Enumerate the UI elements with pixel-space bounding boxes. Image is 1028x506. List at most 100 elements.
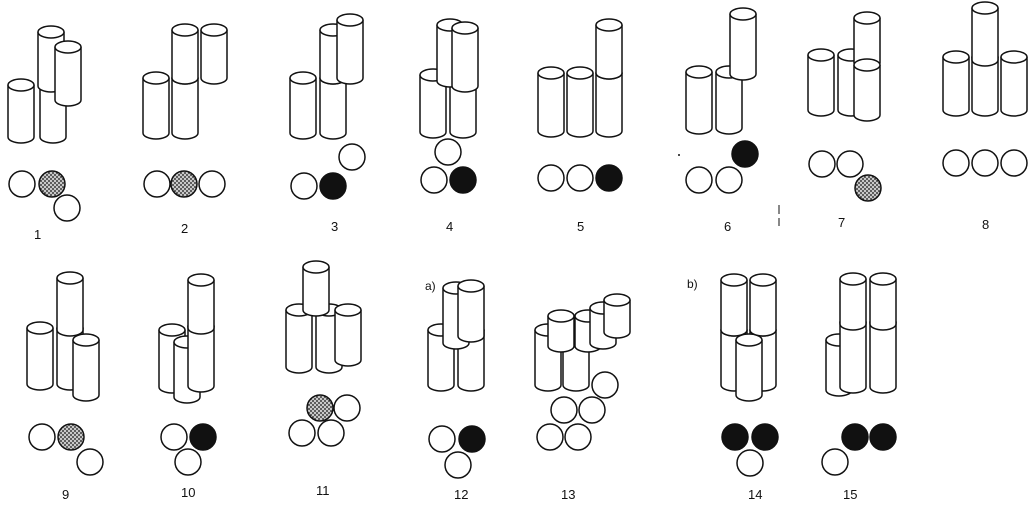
plan-circle xyxy=(444,451,472,479)
plan-circle xyxy=(550,396,578,424)
arrangement-label-11: 11 xyxy=(316,483,330,498)
panel-label-a: a) xyxy=(425,279,436,293)
plan-circle xyxy=(160,423,188,451)
arrangement-label-8: 8 xyxy=(982,217,990,232)
plan-circle-highlighted xyxy=(854,174,882,202)
plan-circle-highlighted xyxy=(449,166,477,194)
plan-circle xyxy=(434,138,462,166)
cylinder xyxy=(1000,50,1028,117)
plan-circle xyxy=(174,448,202,476)
plan-circle-highlighted xyxy=(57,423,85,451)
arrangement-12 xyxy=(427,279,486,479)
cylinder xyxy=(749,273,777,337)
arrangement-label-6: 6 xyxy=(724,219,732,234)
cylinder xyxy=(187,273,215,335)
plan-circle-highlighted xyxy=(458,425,486,453)
cylinder xyxy=(720,273,748,337)
plan-circle xyxy=(942,149,970,177)
arrangement-label-15: 15 xyxy=(843,487,858,502)
arrangement-4 xyxy=(419,18,479,194)
cylinder xyxy=(302,260,330,317)
plan-circle xyxy=(836,150,864,178)
arrangement-1 xyxy=(7,25,82,222)
cylinder xyxy=(457,279,485,343)
plan-circle xyxy=(333,394,361,422)
plan-circle xyxy=(821,448,849,476)
cylinder xyxy=(869,272,897,331)
cylinder xyxy=(853,58,881,122)
plan-circle xyxy=(76,448,104,476)
plan-circle xyxy=(715,166,743,194)
cylinder xyxy=(289,71,317,140)
arrangement-9 xyxy=(26,271,104,476)
cylinder xyxy=(971,1,999,67)
scan-marks xyxy=(678,154,780,226)
cylinder xyxy=(547,309,575,353)
cylinder xyxy=(56,271,84,337)
cylinder xyxy=(142,71,170,140)
cylinder xyxy=(715,65,743,135)
cylinder xyxy=(729,7,757,81)
cylinder xyxy=(537,66,565,138)
plan-circle xyxy=(8,170,36,198)
arrangement-13 xyxy=(534,293,631,451)
cylinder xyxy=(26,321,54,391)
plan-circle-highlighted xyxy=(170,170,198,198)
plan-circle xyxy=(290,172,318,200)
plan-circle xyxy=(143,170,171,198)
cylinder xyxy=(336,13,364,85)
cylinder xyxy=(839,272,867,331)
plan-circle-highlighted xyxy=(721,423,749,451)
cylinder xyxy=(566,66,594,138)
plan-circle xyxy=(971,149,999,177)
plan-circle xyxy=(288,419,316,447)
arrangement-3 xyxy=(289,13,366,200)
plan-circle-highlighted xyxy=(841,423,869,451)
arrangement-10 xyxy=(158,273,217,476)
plan-circle xyxy=(591,371,619,399)
plan-circle-highlighted xyxy=(306,394,334,422)
arrangement-6 xyxy=(685,7,759,194)
plan-circle xyxy=(536,423,564,451)
arrangement-label-4: 4 xyxy=(446,219,454,234)
cylinder xyxy=(595,18,623,80)
cylinder xyxy=(685,65,713,135)
arrangement-2 xyxy=(142,23,228,198)
plan-circle xyxy=(28,423,56,451)
plan-circle-highlighted xyxy=(731,140,759,168)
plan-circle-highlighted xyxy=(38,170,66,198)
cylinder xyxy=(171,23,199,85)
plan-circle xyxy=(808,150,836,178)
panel-label-b: b) xyxy=(687,277,698,291)
arrangement-15 xyxy=(821,272,897,476)
arrangement-label-12: 12 xyxy=(454,487,469,502)
arrangement-11 xyxy=(285,260,362,447)
plan-circle xyxy=(420,166,448,194)
cylinder xyxy=(451,21,479,93)
arrangement-7 xyxy=(807,11,882,202)
arrangement-label-7: 7 xyxy=(838,215,846,230)
plan-circle xyxy=(1000,149,1028,177)
plan-circle xyxy=(198,170,226,198)
arrangement-14 xyxy=(720,273,779,477)
plan-circle xyxy=(736,449,764,477)
arrangement-label-14: 14 xyxy=(748,487,763,502)
arrangement-label-3: 3 xyxy=(331,219,339,234)
cylinder xyxy=(334,303,362,367)
cylinder xyxy=(807,48,835,117)
plan-circle xyxy=(338,143,366,171)
cylinder xyxy=(72,333,100,402)
arrangement-label-2: 2 xyxy=(181,221,189,236)
arrangement-label-13: 13 xyxy=(561,487,576,502)
plan-circle xyxy=(564,423,592,451)
plan-circle xyxy=(566,164,594,192)
cylinder xyxy=(603,293,631,339)
plan-circle xyxy=(53,194,81,222)
arrangement-label-5: 5 xyxy=(577,219,585,234)
arrangement-label-1: 1 xyxy=(34,227,42,242)
plan-circle xyxy=(537,164,565,192)
plan-circle-highlighted xyxy=(595,164,623,192)
plan-circle-highlighted xyxy=(751,423,779,451)
cylinder xyxy=(54,40,82,107)
